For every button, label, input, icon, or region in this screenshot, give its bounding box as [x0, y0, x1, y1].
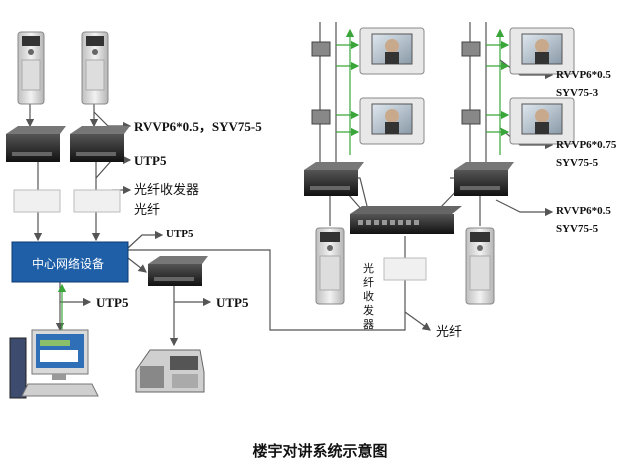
decoder-box-icon — [461, 41, 481, 57]
door-station-icon — [17, 31, 45, 105]
label-syv-right-1: SYV75-3 — [556, 87, 599, 99]
label-rvvp-right-1: RVVP6*0.5 — [556, 69, 611, 81]
green-arrows — [57, 28, 510, 330]
label-rvvp-syv-left: RVVP6*0.5，SYV75-5 — [134, 119, 262, 134]
label-rvvp-right-2: RVVP6*0.75 — [556, 139, 617, 151]
decoder-box-icon — [461, 109, 481, 125]
door-station-icon — [465, 227, 495, 305]
label-utp5-bottom-left: UTP5 — [96, 295, 129, 310]
label-fiber-bottom: 光纤 — [436, 325, 463, 340]
label-fiber-left: 光纤 — [134, 203, 161, 218]
label-utp5-center-right: UTP5 — [166, 228, 194, 240]
decoder-box-icon — [148, 256, 208, 286]
monitor-icon — [359, 97, 425, 145]
decoder-box-icon — [311, 109, 331, 125]
door-station-icon — [315, 227, 345, 305]
decoder-box-icon — [454, 162, 514, 196]
label-fiber-vertical: 光纤收发器 — [363, 262, 374, 331]
door-station-icon — [81, 31, 109, 105]
decoder-box-icon — [311, 41, 331, 57]
transceiver-icon — [13, 189, 61, 213]
transceiver-icon — [383, 257, 427, 281]
label-rvvp-right-3: RVVP6*0.5 — [556, 205, 611, 217]
transceiver-icon — [73, 189, 121, 213]
monitor-icon — [509, 97, 575, 145]
central-network-device — [11, 241, 129, 283]
decoder-box-icon — [6, 126, 66, 162]
label-utp5-bottom-right: UTP5 — [216, 295, 249, 310]
monitor-icon — [359, 27, 425, 75]
decoder-box-icon — [70, 126, 130, 162]
label-syv-right-2: SYV75-5 — [556, 157, 599, 169]
central-device-label: 中心网络设备 — [32, 257, 105, 271]
diagram-caption: 楼宇对讲系统示意图 — [252, 442, 388, 460]
label-fiber-transceiver: 光纤收发器 — [134, 183, 200, 198]
label-syv-right-3: SYV75-5 — [556, 223, 599, 235]
computer-icon — [9, 329, 99, 399]
monitor-icon — [509, 27, 575, 75]
label-utp5-top-left: UTP5 — [134, 153, 167, 168]
switch-icon — [350, 206, 462, 234]
desk-phone-icon — [135, 349, 205, 393]
decoder-box-icon — [304, 162, 364, 196]
